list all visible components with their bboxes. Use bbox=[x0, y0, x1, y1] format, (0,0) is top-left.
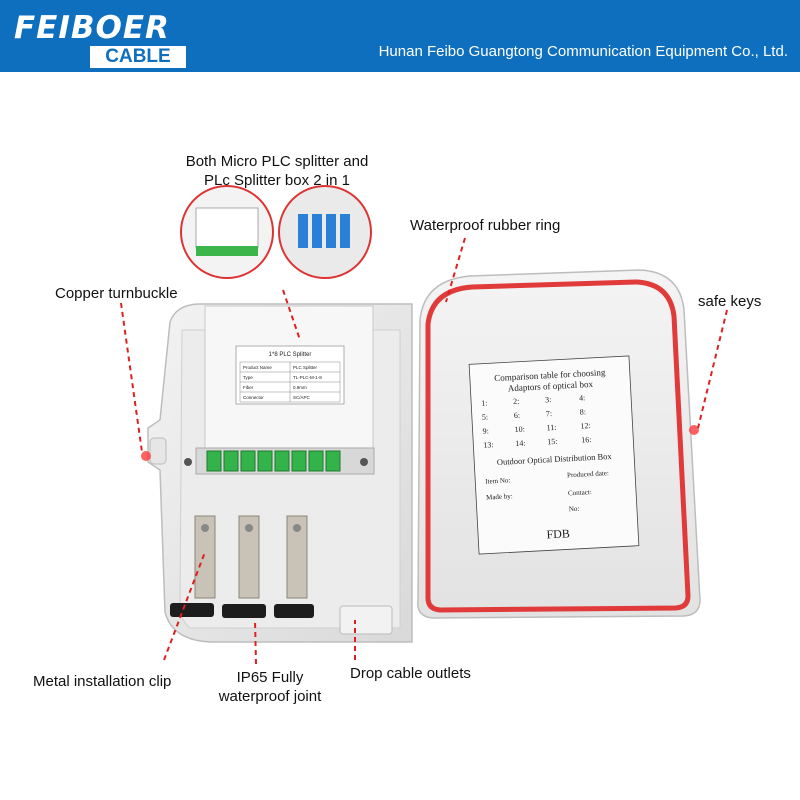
logo-subtext: CABLE bbox=[90, 46, 186, 68]
card-number: 4: bbox=[579, 393, 586, 402]
metal-installation-clips bbox=[194, 515, 308, 599]
waterproof-joints bbox=[170, 603, 314, 618]
splitter-cell: 0.9mm bbox=[293, 385, 307, 390]
splitter-cell: Fiber bbox=[243, 385, 254, 390]
card-title-line2: Adaptors of optical box bbox=[508, 379, 594, 393]
card-number: 1: bbox=[481, 398, 488, 407]
drop-cable-outlets bbox=[339, 605, 393, 635]
card-field: Contact: bbox=[568, 488, 592, 497]
card-number: 13: bbox=[483, 440, 494, 450]
header-banner: FEIBOER CABLE Hunan Feibo Guangtong Comm… bbox=[0, 0, 800, 72]
card-number: 14: bbox=[515, 438, 526, 448]
splitter-cell: PLC Splitter bbox=[293, 365, 318, 370]
comparison-card: Comparison table for choosing Adaptors o… bbox=[468, 355, 640, 555]
company-name: Hunan Feibo Guangtong Communication Equi… bbox=[378, 43, 788, 60]
card-field: Item No: bbox=[485, 476, 511, 485]
splitter-cell: Product Name bbox=[243, 365, 272, 370]
splitter-label-title: 1*8 PLC Splitter bbox=[269, 352, 312, 358]
brand-logo: FEIBOER CABLE bbox=[14, 8, 264, 68]
card-field: Produced date: bbox=[567, 469, 609, 479]
card-number: 3: bbox=[545, 395, 552, 404]
card-number: 9: bbox=[482, 426, 489, 435]
splitter-cell: Type bbox=[243, 375, 253, 380]
callout-ip65-line2: waterproof joint bbox=[218, 688, 322, 705]
card-number: 2: bbox=[513, 397, 520, 406]
callout-ip65: IP65 Fully waterproof joint bbox=[200, 668, 340, 706]
plc-splitter-module: 1*8 PLC Splitter Product Name PLC Splitt… bbox=[184, 305, 375, 475]
card-number: 11: bbox=[546, 423, 556, 433]
card-number: 16: bbox=[581, 435, 592, 445]
callout-waterproof-ring: Waterproof rubber ring bbox=[410, 217, 561, 234]
card-number: 8: bbox=[580, 407, 587, 416]
callout-leaders bbox=[120, 237, 728, 665]
card-number: 12: bbox=[580, 421, 591, 431]
card-number: 6: bbox=[514, 411, 521, 420]
callout-drop-cable: Drop cable outlets bbox=[350, 665, 471, 682]
card-field: No: bbox=[569, 505, 580, 514]
splitter-cell: Connector bbox=[243, 395, 264, 400]
logo-text: FEIBOER bbox=[14, 10, 170, 46]
callout-plc-combo: Both Micro PLC splitter and PLc Splitter… bbox=[172, 152, 382, 190]
card-number: 10: bbox=[514, 424, 525, 434]
callout-safe-keys: safe keys bbox=[698, 293, 762, 310]
callout-metal-clip: Metal installation clip bbox=[33, 673, 172, 690]
callout-ip65-line1: IP65 Fully bbox=[236, 669, 304, 686]
card-number: 15: bbox=[547, 437, 558, 447]
callout-plc-combo-line2: PLc Splitter box 2 in 1 bbox=[204, 172, 350, 189]
splitter-cell: TL-PLC-M-1-8 bbox=[293, 375, 322, 380]
callout-copper-turnbuckle: Copper turnbuckle bbox=[55, 285, 178, 302]
card-number: 7: bbox=[546, 409, 553, 418]
card-number: 5: bbox=[482, 412, 489, 421]
splitter-zoom-circles bbox=[180, 185, 372, 279]
sc-apc-adapters bbox=[206, 450, 341, 472]
callout-plc-combo-line1: Both Micro PLC splitter and bbox=[185, 153, 369, 170]
card-field: Made by: bbox=[486, 492, 513, 501]
card-footer: FDB bbox=[546, 526, 570, 541]
splitter-cell: SC/APC bbox=[293, 395, 311, 400]
